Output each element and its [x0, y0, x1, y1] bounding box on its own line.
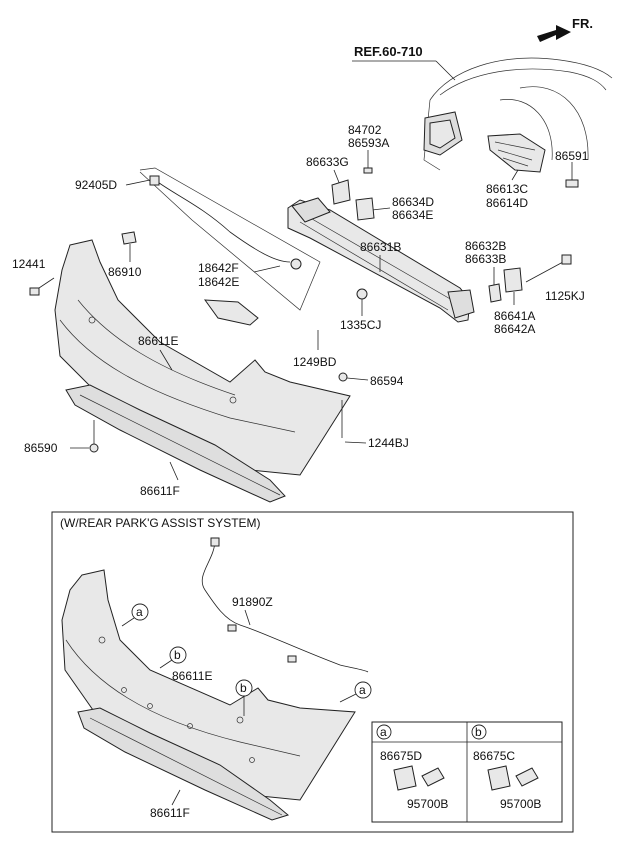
harness-clip-2 — [287, 655, 297, 663]
reflex-reflector[interactable] — [203, 299, 259, 326]
sensor-a[interactable] — [421, 767, 445, 787]
label-86631b[interactable]: 86631B — [360, 240, 401, 254]
label-86634e[interactable]: 86634E — [392, 208, 433, 222]
svg-text:b: b — [174, 648, 181, 662]
bumper-beam-86631b[interactable] — [287, 197, 475, 323]
wiring-harness[interactable] — [154, 179, 291, 263]
park-assist-inset-frame — [51, 511, 574, 833]
harness-connector — [210, 537, 220, 547]
legend-b-part2[interactable]: 95700B — [500, 797, 541, 811]
harness-clip-1 — [227, 624, 237, 632]
callout-a-2[interactable]: a — [339, 681, 372, 703]
ref-leader — [435, 60, 456, 81]
leader-86634d — [371, 207, 391, 211]
label-86632b[interactable]: 86632B — [465, 239, 506, 253]
svg-text:a: a — [136, 605, 143, 619]
label-86633g[interactable]: 86633G — [306, 155, 349, 169]
direction-label: FR. — [572, 16, 593, 31]
quarter-panel-outline — [423, 57, 613, 171]
legend-a-part2[interactable]: 95700B — [407, 797, 448, 811]
inset-label-86611f[interactable]: 86611F — [150, 806, 190, 820]
label-86611f[interactable]: 86611F — [140, 484, 180, 498]
label-86614d[interactable]: 86614D — [486, 196, 528, 210]
reference-note[interactable]: REF.60-710 — [352, 44, 456, 81]
svg-text:a: a — [359, 683, 366, 697]
label-84702[interactable]: 84702 — [348, 123, 382, 137]
svg-text:b: b — [475, 725, 482, 739]
label-91890z[interactable]: 91890Z — [232, 595, 273, 609]
legend-key-a: a — [376, 724, 392, 740]
lamp-wiring-group — [139, 167, 321, 311]
wiring-frame — [139, 167, 321, 311]
leader-86611e — [159, 349, 173, 371]
clip-86594[interactable] — [338, 372, 348, 382]
callout-b-2[interactable]: b — [235, 679, 253, 716]
label-86611e[interactable]: 86611E — [138, 334, 178, 348]
rear-bumper-cover-86611e[interactable] — [54, 239, 351, 476]
legend-b-part1[interactable]: 86675C — [473, 749, 515, 763]
legend-a-part1[interactable]: 86675D — [380, 749, 422, 763]
label-86594[interactable]: 86594 — [370, 374, 404, 388]
leader-86613c — [511, 169, 519, 181]
leader-91890z — [244, 609, 251, 626]
legend-key-b: b — [471, 724, 487, 740]
label-92405d[interactable]: 92405D — [75, 178, 117, 192]
leader-92405d — [125, 179, 151, 186]
screw-12441[interactable] — [29, 277, 55, 296]
leader-1244bj — [344, 441, 367, 444]
label-18642e[interactable]: 18642E — [198, 275, 239, 289]
lower-skirt-86611f[interactable] — [65, 384, 286, 503]
label-1125kj[interactable]: 1125KJ — [545, 289, 585, 303]
label-86590[interactable]: 86590 — [24, 441, 58, 455]
label-86641a[interactable]: 86641A — [494, 309, 535, 323]
label-1249bd[interactable]: 1249BD — [293, 355, 337, 369]
svg-text:a: a — [380, 725, 387, 739]
label-1244bj[interactable]: 1244BJ — [368, 436, 409, 450]
bracket-86633g[interactable] — [331, 179, 351, 205]
clip-86910[interactable] — [121, 231, 137, 262]
label-86593a[interactable]: 86593A — [348, 136, 389, 150]
label-86910[interactable]: 86910 — [108, 265, 142, 279]
label-86642a[interactable]: 86642A — [494, 322, 535, 336]
leader-inset-86611f — [171, 789, 181, 806]
clip-84702[interactable] — [363, 167, 373, 174]
inset-lower-skirt[interactable] — [77, 707, 290, 821]
leader-86594 — [346, 377, 369, 381]
label-86634d[interactable]: 86634D — [392, 195, 434, 209]
inset-label-86611e[interactable]: 86611E — [172, 669, 212, 683]
screw-86591[interactable] — [565, 162, 579, 188]
ref-label[interactable]: REF.60-710 — [354, 44, 423, 59]
side-bracket-86613c[interactable] — [487, 133, 546, 173]
label-12441[interactable]: 12441 — [12, 257, 46, 271]
label-86591[interactable]: 86591 — [555, 149, 589, 163]
sensor-b[interactable] — [515, 767, 539, 787]
front-arrow-icon — [537, 25, 571, 42]
label-1335cj[interactable]: 1335CJ — [340, 318, 381, 332]
bracket-86634d[interactable] — [355, 197, 375, 221]
clip-86590[interactable] — [89, 443, 99, 453]
sensor-bracket-a[interactable] — [393, 765, 417, 791]
label-18642f[interactable]: 18642F — [198, 261, 239, 275]
inset-bumper-cover[interactable] — [61, 569, 356, 801]
callout-a-1[interactable]: a — [121, 603, 149, 627]
leader-18642f — [253, 265, 281, 273]
callout-b-1[interactable]: b — [159, 646, 187, 669]
sensor-harness-91890z[interactable] — [201, 539, 369, 673]
label-86633b[interactable]: 86633B — [465, 252, 506, 266]
inset-title: (W/REAR PARK'G ASSIST SYSTEM) — [60, 516, 261, 530]
sensor-bracket-b[interactable] — [487, 765, 511, 791]
bolt-1125kj[interactable] — [525, 254, 572, 283]
svg-text:b: b — [240, 681, 247, 695]
front-direction-indicator: FR. — [537, 16, 593, 42]
bracket-86641a[interactable] — [503, 267, 523, 293]
clip-86632b[interactable] — [488, 283, 502, 303]
label-86613c[interactable]: 86613C — [486, 182, 528, 196]
leader-86611f — [169, 461, 179, 481]
nut-1335cj[interactable] — [356, 288, 368, 300]
